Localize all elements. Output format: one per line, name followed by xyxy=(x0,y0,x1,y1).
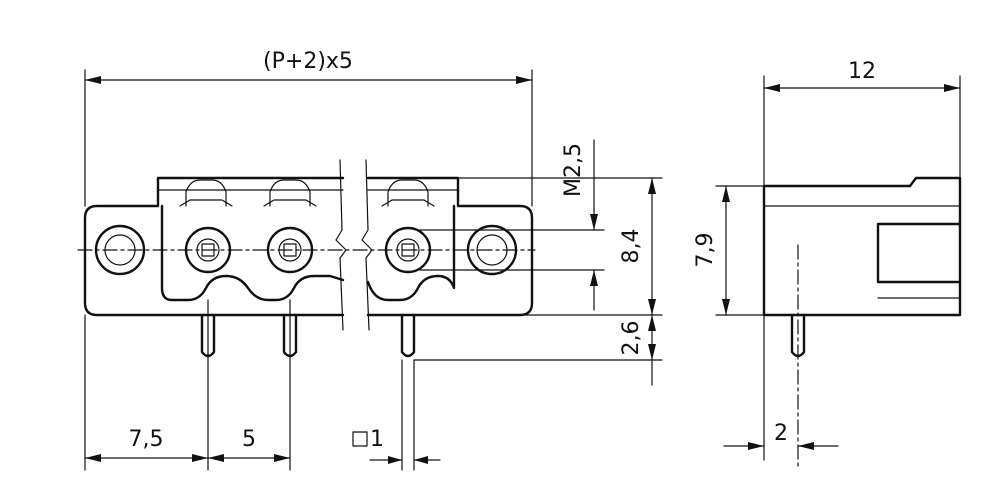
side-body-outline xyxy=(762,176,962,317)
flange-plate-left xyxy=(83,176,345,317)
screw-clamp-2 xyxy=(263,179,317,207)
screw-clamp-3 xyxy=(381,179,435,207)
side-view: 12 7,9 2 xyxy=(693,59,962,471)
housing-inner-right xyxy=(366,204,456,302)
dim-side-height xyxy=(722,185,730,316)
side-wire-opening xyxy=(876,222,962,284)
dim-side-depth-label: 12 xyxy=(848,59,876,84)
dim-body-height xyxy=(648,177,656,316)
dim-flange-offset-label: 7,5 xyxy=(129,427,164,452)
break-line-left xyxy=(335,159,347,331)
dim-thread xyxy=(590,139,598,311)
dim-pin-square xyxy=(369,456,441,464)
dim-overall-width-label: (P+2)x5 xyxy=(263,49,353,74)
dim-flange-offset xyxy=(84,454,209,462)
dim-pitch-label: 5 xyxy=(242,427,256,452)
dim-pin-square-label: 1 xyxy=(370,427,384,452)
front-view: (P+2)x5 7,5 5 1 xyxy=(77,49,663,471)
flange-plate-right xyxy=(366,176,534,317)
dim-side-pin-offset xyxy=(723,442,839,450)
dim-thread-label: M2,5 xyxy=(561,143,586,197)
dim-side-height-label: 7,9 xyxy=(693,233,718,268)
square-symbol-icon xyxy=(352,431,368,447)
break-line-right xyxy=(361,159,373,331)
dim-side-pin-offset-label: 2 xyxy=(774,421,788,446)
housing-inner-left xyxy=(160,204,345,302)
dim-pin-length xyxy=(648,314,656,386)
dim-side-depth xyxy=(763,84,961,92)
dim-overall-width xyxy=(84,76,533,84)
pin-3 xyxy=(400,313,416,358)
screw-clamp-1 xyxy=(179,179,233,207)
dim-pin-length-label: 2,6 xyxy=(619,321,644,356)
dim-pitch xyxy=(207,454,291,462)
dim-body-height-label: 8,4 xyxy=(619,229,644,264)
